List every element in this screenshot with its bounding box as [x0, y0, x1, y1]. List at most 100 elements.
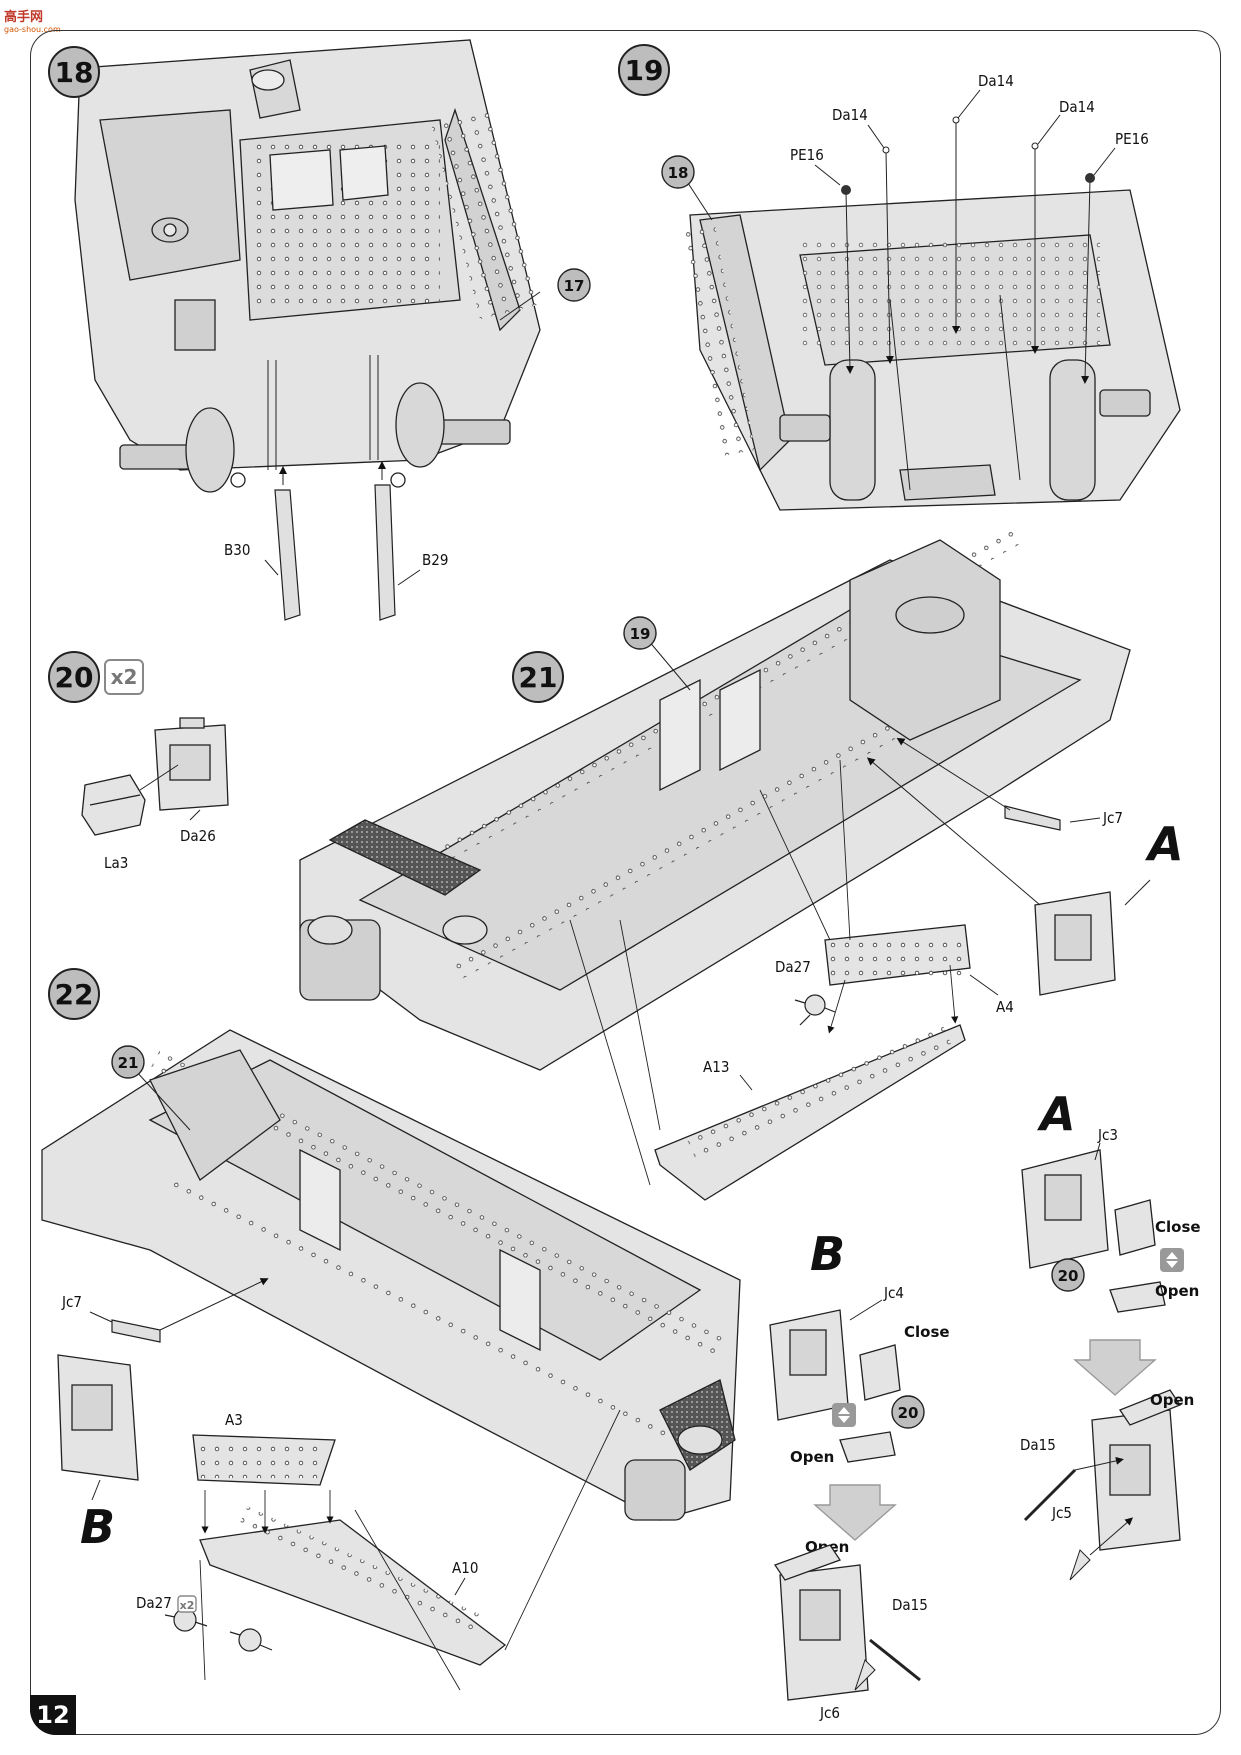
pe16-right-dot	[1085, 173, 1095, 183]
part-la3-drawing	[81, 774, 146, 836]
part-b30-drawing	[274, 466, 301, 621]
step-20-number: 20	[55, 661, 94, 694]
step-18: B30 B29 17 18	[48, 39, 591, 621]
detail-b-open: Open	[790, 1448, 834, 1466]
part-da27-drawing	[794, 994, 836, 1026]
part-label-b30: B30	[224, 541, 250, 559]
part-label-jc7-step22: Jc7	[61, 1293, 82, 1311]
step-22-badge	[48, 968, 100, 1020]
step-20-multiplier-box	[104, 659, 144, 695]
detail-a-down-arrow	[1073, 1339, 1157, 1396]
watermark-url: gao-shou.com	[4, 25, 61, 34]
part-label-jc5: Jc5	[1051, 1504, 1072, 1522]
ref-step-17-badge	[557, 268, 591, 302]
da14-right-dot	[1031, 142, 1039, 150]
detail-a-letter: A	[1037, 1087, 1076, 1141]
part-label-la3: La3	[104, 854, 128, 872]
detail-b-door-drawing	[769, 1309, 901, 1463]
part-label-a10: A10	[452, 1559, 478, 1577]
step-19-badge	[618, 44, 670, 96]
part-da15-b-drawing	[869, 1638, 921, 1682]
step-19-number: 19	[625, 54, 664, 87]
detail-a-open: Open	[1155, 1282, 1199, 1300]
page-frame	[30, 30, 1221, 1735]
pe16-left-dot	[841, 185, 851, 195]
detail-b-toggle-icon	[832, 1403, 856, 1427]
step-21-hull-drawing	[299, 526, 1131, 1071]
detail-b: B Jc4 Close 20 Open Open Da15 Jc6	[769, 1227, 950, 1722]
da14-mid-dot	[952, 116, 960, 124]
detail-a-ref-20-badge	[1051, 1258, 1085, 1292]
step-18-badge	[48, 46, 100, 98]
da27-multiplier-box	[177, 1595, 197, 1613]
part-label-da15-a: Da15	[1020, 1436, 1056, 1454]
part-da27-step22-drawing	[164, 1608, 273, 1652]
part-label-da15-b: Da15	[892, 1596, 928, 1614]
part-label-pe16-right: PE16	[1115, 130, 1149, 148]
detail-a-toggle-icon	[1160, 1248, 1184, 1272]
ref-step-18-badge	[661, 155, 695, 189]
step-21-badge	[512, 651, 564, 703]
part-da15-a-drawing	[1023, 1468, 1077, 1522]
detail-b-ref-20: 20	[898, 1404, 919, 1422]
part-a4-drawing	[824, 924, 971, 986]
part-label-b29: B29	[422, 551, 448, 569]
da27-multiplier: x2	[180, 1599, 195, 1612]
step-20-multiplier: x2	[111, 665, 138, 689]
step-21: 21 19 Jc7 A	[299, 526, 1184, 1201]
part-label-a3: A3	[225, 1411, 243, 1429]
part-label-a13: A13	[703, 1058, 729, 1076]
ref-step-21-label: 21	[118, 1054, 139, 1072]
part-label-jc7-step21: Jc7	[1102, 809, 1123, 827]
step-21-number: 21	[519, 661, 558, 694]
step-20: 20 x2 Da26 La3	[48, 651, 229, 872]
detail-a-close: Close	[1155, 1218, 1201, 1236]
step-22: 22 21 Jc7 B	[41, 968, 741, 1691]
part-a10-drawing	[199, 1506, 507, 1666]
part-a3-drawing	[192, 1434, 336, 1486]
detail-a-open-result: Open	[1150, 1391, 1194, 1409]
part-door-a-drawing	[1034, 891, 1116, 996]
detail-b-ref-20-badge	[891, 1395, 925, 1429]
detail-b-down-arrow	[813, 1484, 897, 1541]
detail-b-letter: B	[810, 1227, 845, 1281]
step-19-hull-drawing	[680, 189, 1181, 511]
part-da26-drawing	[154, 717, 229, 811]
detail-a-ref-20: 20	[1058, 1267, 1079, 1285]
detail-b-close: Close	[904, 1323, 950, 1341]
part-label-a4: A4	[996, 998, 1014, 1016]
step-18-hull-drawing	[74, 39, 541, 493]
part-label-da14-left: Da14	[832, 106, 868, 124]
part-label-da27-step22: Da27	[136, 1594, 172, 1612]
part-jc6-drawing	[854, 1659, 876, 1691]
step-22-number: 22	[55, 978, 94, 1011]
ref-step-21-badge	[111, 1045, 145, 1079]
part-b29-drawing	[374, 461, 396, 621]
part-jc7-drawing	[1004, 805, 1061, 831]
da14-left-dot	[882, 146, 890, 154]
ref-step-17-label: 17	[564, 277, 585, 295]
part-jc7-step22-drawing	[111, 1319, 161, 1343]
part-door-b-drawing	[57, 1354, 139, 1481]
step-20-badge	[48, 651, 100, 703]
watermark-text: 高手网	[4, 10, 44, 25]
detail-a-result-drawing	[1091, 1389, 1181, 1551]
part-label-da27-step21: Da27	[775, 958, 811, 976]
watermark: 高手网 gao-shou.com	[4, 6, 61, 34]
part-label-da26: Da26	[180, 827, 216, 845]
callout-b-step22: B	[80, 1500, 115, 1554]
ref-step-18-label: 18	[668, 164, 689, 182]
ref-step-19-badge	[623, 616, 657, 650]
part-label-jc3: Jc3	[1097, 1126, 1118, 1144]
detail-a-door-drawing	[1021, 1149, 1166, 1313]
step-18-number: 18	[55, 56, 94, 89]
part-label-jc6: Jc6	[819, 1704, 840, 1722]
callout-a-step21: A	[1145, 817, 1184, 871]
page-number: 12	[30, 1695, 76, 1735]
part-label-da14-mid: Da14	[978, 72, 1014, 90]
part-jc5-drawing	[1069, 1549, 1091, 1581]
part-label-jc4: Jc4	[883, 1284, 904, 1302]
step-19: PE16 Da14 Da14 Da14 PE16 18 19	[618, 44, 1181, 511]
ref-step-19-label: 19	[630, 625, 651, 643]
